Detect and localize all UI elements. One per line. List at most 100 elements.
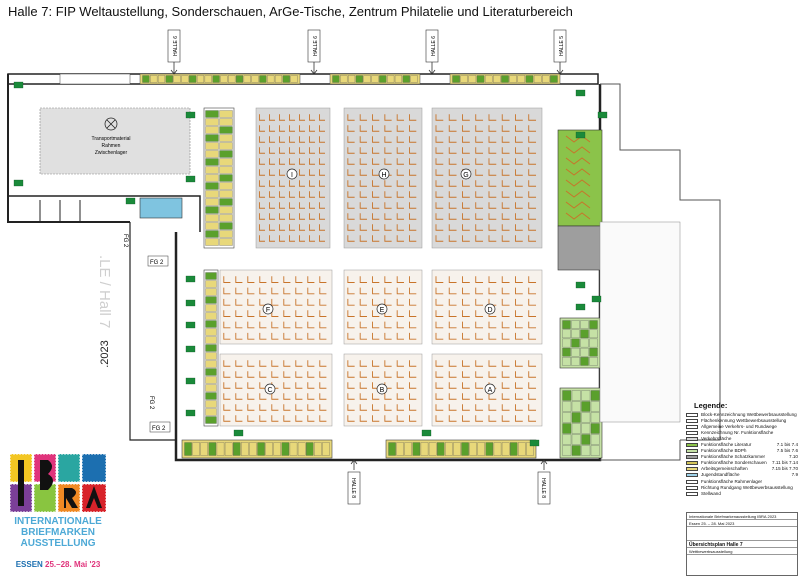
zone-letters: I H G F E D C B A [262,168,496,395]
exhibit-frame [259,158,265,165]
exhibit-frame [279,169,285,176]
zone-letter-i: I [291,172,293,179]
exhibit-frame [223,332,231,340]
exhibit-frame [372,147,380,154]
exhibit-frame [475,125,484,132]
arge-cell [571,357,580,366]
arge-cell [205,376,217,384]
exit-sign-icon [185,409,196,417]
exhibit-frame [515,224,523,231]
exhibit-frame [259,202,265,209]
arge-cell [219,198,233,206]
exhibit-frame [515,114,523,121]
exhibit-frame [271,332,279,340]
arge-cell [468,75,477,83]
arge-cell [273,442,281,456]
exhibit-frame [347,235,355,242]
exhibit-frame [435,136,444,143]
exhibit-frame [347,180,355,187]
exhibit-frame [319,191,325,198]
exhibit-frame [488,393,497,400]
exhibit-frame [448,382,457,389]
exhibit-frame [307,298,315,306]
exhibit-frame [515,360,523,367]
arge-cell [484,75,493,83]
exhibit-frame [409,158,417,165]
exhibit-frame [359,158,367,165]
legend-item: Funktionsfläche Rahmenlager [686,479,798,485]
arge-cell [580,338,589,348]
exhibit-frame [309,235,315,242]
exhibit-frame [396,360,404,367]
exhibit-frame [235,310,243,317]
exhibit-frame [475,404,484,411]
arge-cell [590,445,600,456]
arge-cell [306,442,314,456]
exhibit-frame [269,202,275,209]
arge-cell [235,75,244,83]
exhibit-frame [409,191,417,198]
exhibit-frame [283,276,291,283]
arge-cell [219,150,233,158]
exhibit-frame [283,360,291,367]
exhibit-frame [259,360,267,367]
hall-signs-top: HALLE 6 HALLE 6 HALLE 6 HALLE 5 [167,29,567,75]
exhibit-frame [347,224,355,231]
exhibit-frame [319,235,325,242]
exhibit-frame [309,125,315,132]
arge-cell [550,75,558,83]
exhibit-frame [462,287,470,295]
exhibit-frame [223,382,231,389]
arge-cell [205,110,219,118]
exhibit-frame [319,310,327,317]
exhibit-frame [501,371,510,378]
arge-cell [219,190,233,198]
arge-cell [257,442,265,456]
hall-sign-top-4: HALLE 5 [559,36,565,56]
exhibit-frame [384,332,392,340]
exhibit-frame [462,224,470,231]
exhibit-frame [448,136,457,143]
exhibit-frame [347,147,355,154]
arge-cell [204,75,212,83]
arge-cell [219,142,233,150]
arge-cell [297,442,306,456]
arge-cell [501,442,510,456]
exhibit-frame [435,404,444,411]
exhibit-frame [396,298,404,306]
exhibit-frame [279,235,285,242]
exhibit-frame [309,213,315,220]
exhibit-frame [319,125,325,132]
arge-cell [205,158,219,166]
exhibit-frame [299,202,305,209]
exhibit-frame [396,287,404,295]
exhibit-frame [309,136,315,143]
exhibit-frame [409,169,417,176]
logo-line-2: BRIEFMARKEN [21,527,95,538]
arge-cell [363,75,371,83]
exhibit-frame [515,415,523,422]
exhibit-frame [283,332,291,340]
zone-letter-g: G [463,172,468,179]
arge-cell [267,75,275,83]
arge-cell [205,230,219,238]
exhibit-frame [384,404,392,411]
exhibit-frame [295,287,303,295]
exhibit-frame [319,321,327,329]
exhibit-frame [448,180,457,187]
exhibit-frame [488,202,497,209]
exhibit-frame [501,224,510,231]
exhibit-frame [528,235,537,242]
arge-cell [590,401,600,412]
exit-sign-icon [13,179,24,187]
exhibit-frame [384,158,392,165]
arge-cell [220,75,228,83]
exhibit-frame [372,276,380,283]
arge-cell [580,347,589,357]
exhibit-frame [259,371,267,378]
exhibit-frame [384,136,392,143]
exhibit-frame [299,213,305,220]
exhibit-frame [396,224,404,231]
arge-cell [205,304,217,312]
